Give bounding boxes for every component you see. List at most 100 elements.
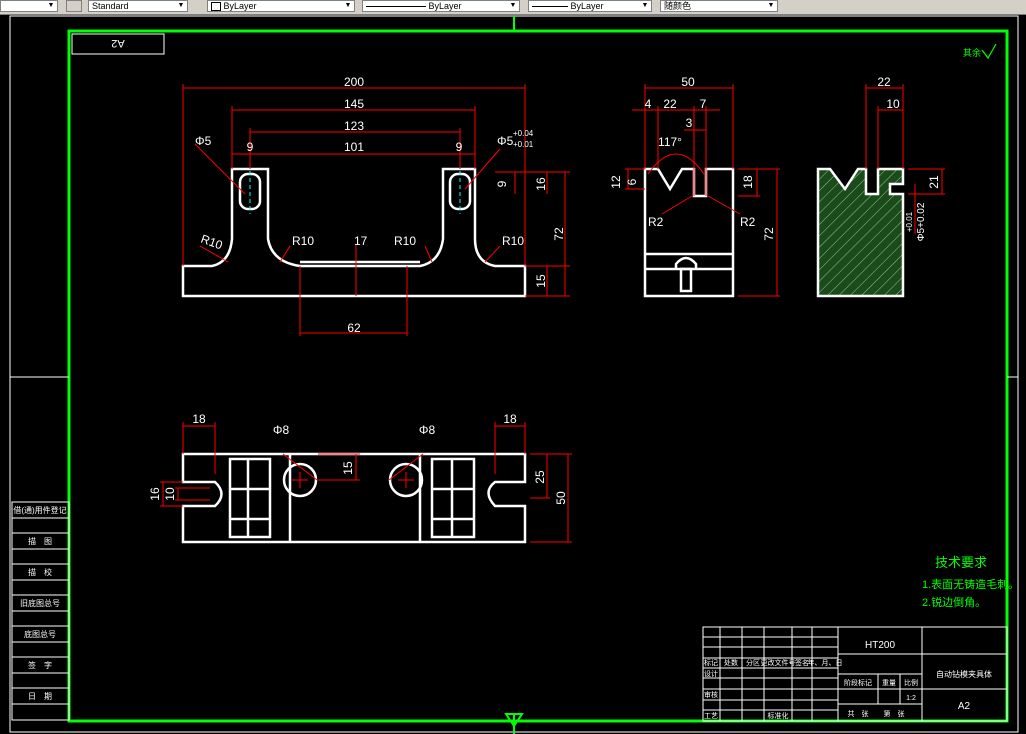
dim-section-3: Φ5+0.02 (916, 202, 927, 241)
dim-front-7: Φ5 (497, 134, 514, 148)
dim-side-0: 50 (681, 75, 695, 89)
dim-top-3: Φ8 (419, 423, 436, 437)
tb-header-0: 标记 (704, 658, 718, 667)
dim-side-10: R2 (740, 215, 756, 229)
dim-top-1: 18 (503, 412, 517, 426)
title-block (702, 626, 1008, 722)
linetype-select[interactable]: ByLayer ▼ (362, 0, 520, 12)
layer-value: ByLayer (223, 1, 257, 11)
tb-header-4: 签名 (795, 658, 809, 667)
dim-section-1: 10 (886, 97, 900, 111)
roughness-label: 其余 (963, 47, 981, 58)
color-select[interactable]: 随颜色 ▼ (660, 0, 778, 12)
side-label-5: 签 字 (28, 660, 52, 670)
section-view (816, 167, 905, 298)
side-label-6: 日 期 (28, 692, 52, 701)
linetype-value: ByLayer (428, 1, 462, 11)
bottom-center-mark (504, 713, 524, 734)
tb-header-1: 处数 (724, 658, 738, 667)
tb-sheet-1: 第 张 (884, 709, 905, 718)
tb-header-3: 更改文件号 (761, 658, 796, 667)
dim-section-4: +0.01 (905, 211, 914, 232)
dim-front-6: Φ5 (195, 134, 212, 148)
tb-material: HT200 (865, 640, 895, 651)
properties-toolbar: ▼ Standard ▼ ByLayer ▼ ByLayer ▼ ByLayer… (0, 0, 1026, 15)
dim-side-3: 7 (700, 97, 707, 111)
dim-section-0: 22 (877, 75, 891, 89)
tb-row-0: 设计 (704, 669, 718, 678)
lineweight-select[interactable]: ByLayer ▼ (528, 0, 652, 12)
dim-side-9: R2 (648, 215, 664, 229)
dim-front-14: R10 (199, 232, 225, 253)
side-view-labels: 50 4 22 7 3 117° 12 6 18 R2 R2 72 (609, 75, 776, 241)
side-label-3: 旧底图总号 (20, 598, 60, 608)
dim-side-11: 72 (762, 227, 776, 241)
section-view-dimensions (865, 84, 945, 234)
tb-header-5: 年、月、日 (808, 658, 843, 667)
chevron-down-icon: ▼ (344, 2, 352, 9)
front-view-hidden (249, 164, 461, 214)
tech-line-0: 1.表面无铸造毛刺。 (922, 577, 1019, 591)
chevron-down-icon: ▼ (177, 2, 185, 9)
layer-select[interactable]: ByLayer ▼ (207, 0, 355, 12)
linetype-sample (366, 6, 426, 8)
dim-front-9: +0.01 (513, 140, 534, 149)
tech-title: 技术要求 (935, 555, 987, 570)
front-view-labels: 200 145 123 101 9 9 Φ5 Φ5 +0.04 +0.01 16… (195, 75, 566, 335)
dim-top-2: Φ8 (273, 423, 290, 437)
dim-side-8: 18 (741, 175, 755, 189)
side-label-4: 底图总号 (24, 629, 56, 639)
dim-front-13: 15 (534, 274, 548, 288)
dim-front-0: 200 (344, 75, 364, 89)
tb-header-2: 分区 (746, 658, 760, 667)
dim-top-4: 15 (341, 461, 355, 475)
chevron-down-icon: ▼ (47, 2, 55, 9)
dim-top-0: 18 (192, 412, 206, 426)
side-view (643, 167, 735, 298)
tb-stage-1: 重量 (882, 679, 896, 687)
side-label-2: 描 校 (28, 567, 52, 577)
dim-front-8: +0.04 (513, 129, 534, 138)
dim-front-11: 9 (495, 180, 509, 187)
dim-front-19: 62 (347, 321, 361, 335)
text-style-value: Standard (92, 1, 129, 11)
dim-side-1: 4 (645, 97, 652, 111)
tb-row-2: 工艺 (704, 712, 718, 720)
text-style-icon[interactable] (66, 0, 82, 12)
roughness-symbol-icon (981, 43, 997, 60)
drawing-canvas[interactable]: A2 其余 (0, 14, 1026, 734)
lineweight-sample (532, 6, 568, 8)
dim-side-4: 3 (686, 116, 693, 130)
text-style-select[interactable]: Standard ▼ (88, 0, 188, 12)
dim-top-8: 10 (163, 487, 177, 501)
dim-front-10: 16 (534, 177, 548, 191)
lineweight-value: ByLayer (570, 1, 604, 11)
tb-std: 标准化 (768, 711, 789, 720)
chevron-down-icon: ▼ (509, 2, 517, 9)
top-view-dimensions (160, 422, 572, 543)
tech-requirements: 技术要求 1.表面无铸造毛刺。 2.锐边倒角。 (922, 555, 1019, 609)
front-view-dimensions (182, 84, 570, 336)
tb-sheet-size: A2 (958, 701, 971, 712)
dim-front-1: 145 (344, 97, 364, 111)
color-value: 随颜色 (664, 1, 692, 11)
side-table-labels: 借(通)用件登记 描 图 描 校 旧底图总号 底图总号 签 字 日 期 (13, 505, 66, 701)
chevron-down-icon: ▼ (641, 2, 649, 9)
inner-frame (67, 29, 1009, 723)
top-view-labels: 18 18 Φ8 Φ8 15 25 50 16 10 (148, 412, 568, 505)
dim-front-16: R10 (394, 234, 416, 248)
dim-side-5: 117° (658, 135, 682, 149)
dim-section-2: 21 (927, 175, 941, 189)
tb-sheet-0: 共 张 (848, 709, 869, 718)
toolbar-left-dropdown[interactable]: ▼ (0, 0, 58, 12)
chevron-down-icon: ▼ (767, 2, 775, 9)
tb-row-1: 审核 (704, 690, 718, 699)
side-table (11, 501, 70, 721)
sheet-tag: A2 (111, 37, 124, 49)
side-view-dimensions (625, 84, 780, 297)
dim-side-7: 6 (625, 178, 639, 185)
dim-top-7: 16 (148, 487, 162, 501)
dim-front-2: 123 (344, 119, 364, 133)
dim-front-17: R10 (502, 234, 524, 248)
tb-scale: 1:2 (906, 695, 916, 702)
